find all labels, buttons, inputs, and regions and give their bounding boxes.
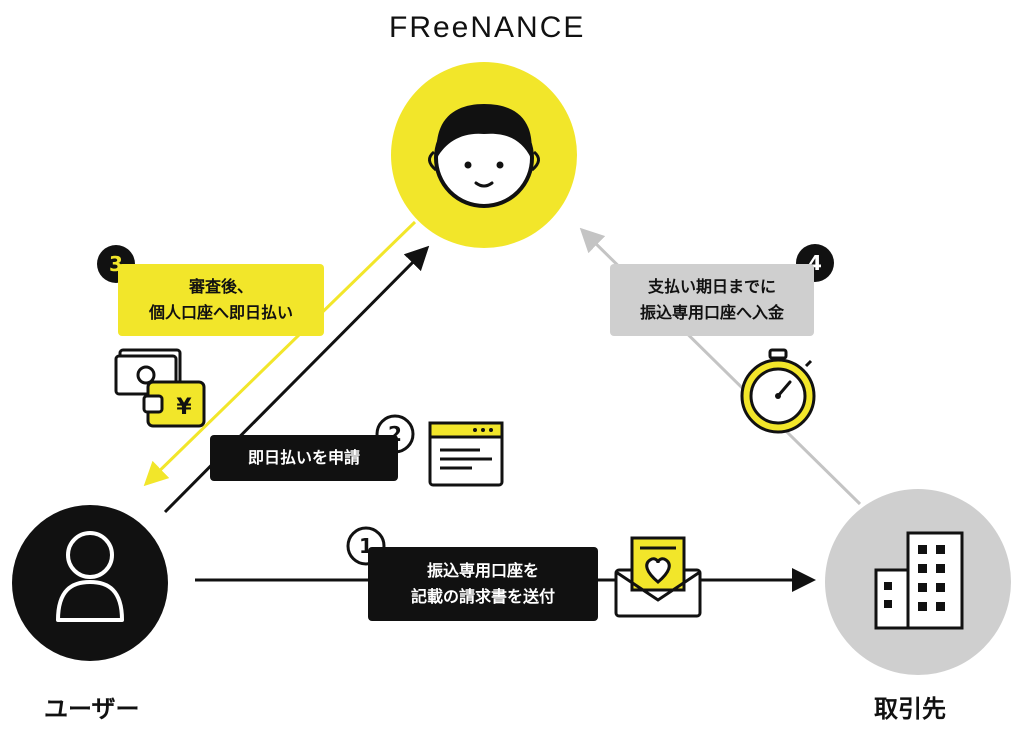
arrow-payout xyxy=(143,220,417,487)
app-window-icon xyxy=(428,421,504,487)
step-1-line-1: 振込専用口座を xyxy=(426,561,539,580)
arrow-apply xyxy=(163,245,430,514)
step-1-label: 振込専用口座を 記載の請求書を送付 xyxy=(368,547,598,621)
stopwatch-icon xyxy=(740,348,816,434)
envelope-heart-icon xyxy=(614,536,702,618)
step-2-line-1: 即日払いを申請 xyxy=(247,448,360,467)
money-wallet-icon: ¥ xyxy=(114,348,206,428)
building-icon xyxy=(874,531,964,630)
yen-icon: ¥ xyxy=(176,395,192,420)
user-label: ユーザー xyxy=(44,695,140,723)
client-label: 取引先 xyxy=(874,695,946,723)
step-4-line-1: 支払い期日までに xyxy=(647,277,776,296)
freenance-node xyxy=(391,62,577,248)
person-face-icon xyxy=(428,104,540,208)
step-1-line-2: 記載の請求書を送付 xyxy=(410,587,555,606)
step-3-line-2: 個人口座へ即日払い xyxy=(148,303,293,322)
step-2-label: 即日払いを申請 xyxy=(210,435,398,481)
freenance-logo: FReeNANCE xyxy=(389,11,586,44)
step-3-label: 審査後、 個人口座へ即日払い xyxy=(118,264,324,336)
step-3-line-1: 審査後、 xyxy=(188,277,253,296)
client-node xyxy=(825,489,1011,675)
step-4-line-2: 振込専用口座へ入金 xyxy=(639,303,784,322)
step-4-label: 支払い期日までに 振込専用口座へ入金 xyxy=(610,264,814,336)
user-node xyxy=(12,505,168,661)
user-icon xyxy=(56,531,124,622)
